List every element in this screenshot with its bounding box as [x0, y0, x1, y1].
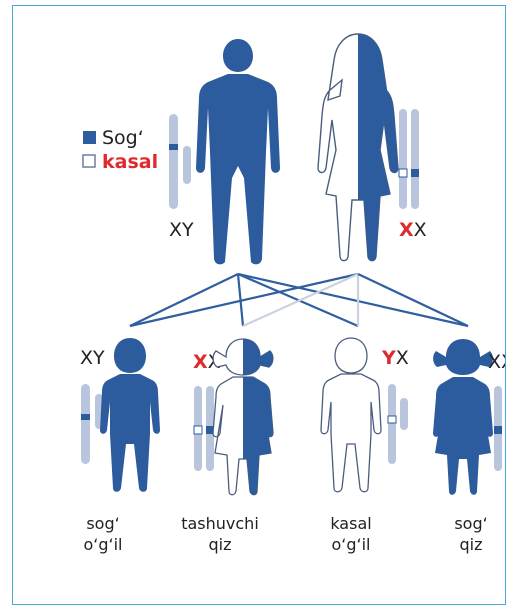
legend-healthy-swatch	[83, 131, 96, 144]
mother-figure	[317, 33, 399, 262]
line-father-daughter2	[237, 272, 469, 328]
child1-label-line1: sog‘	[86, 514, 119, 533]
child3-boy-figure	[320, 337, 382, 493]
child1-genotype: XY	[80, 347, 105, 369]
legend-sick-label: kasal	[102, 151, 158, 173]
father-figure	[196, 39, 280, 265]
legend: Sog‘ kasal	[82, 127, 158, 173]
child3-chromosomes	[387, 384, 408, 464]
child4-genotype: XX	[488, 351, 506, 373]
line-mother-daughter2	[357, 273, 469, 327]
child1-chromosomes	[81, 384, 103, 464]
child4-girl-figure	[433, 339, 493, 495]
child2-chromosomes	[193, 386, 214, 471]
pedigree-diagram: Sog‘ kasal XY XX XY sog‘ o‘g‘il XX	[80, 33, 506, 554]
diagram-frame: Sog‘ kasal XY XX XY sog‘ o‘g‘il XX	[12, 5, 506, 605]
line-mother-daughter1	[242, 272, 359, 328]
child3-label-line1: kasal	[330, 514, 371, 533]
child2-label-line2: qiz	[209, 535, 232, 554]
child2-label-line1: tashuvchi	[181, 514, 259, 533]
child4-label-line2: qiz	[460, 535, 483, 554]
child3-label-line2: o‘g‘il	[331, 535, 370, 554]
legend-sick-swatch	[82, 154, 96, 168]
child1-label-line2: o‘g‘il	[83, 535, 122, 554]
legend-healthy-label: Sog‘	[102, 127, 144, 149]
child4-chromosomes	[494, 386, 502, 471]
inheritance-lines	[129, 272, 469, 328]
mother-genotype: XX	[399, 219, 427, 241]
child2-girl-figure	[212, 338, 274, 496]
father-chromosomes	[169, 114, 191, 209]
line-mother-son1	[129, 272, 359, 328]
line-father-son1	[129, 273, 239, 327]
mother-chromosomes	[398, 109, 419, 209]
father-genotype: XY	[169, 219, 194, 241]
child3-genotype: YX	[381, 347, 409, 369]
child1-boy-figure	[100, 338, 160, 492]
child4-label-line1: sog‘	[454, 514, 487, 533]
